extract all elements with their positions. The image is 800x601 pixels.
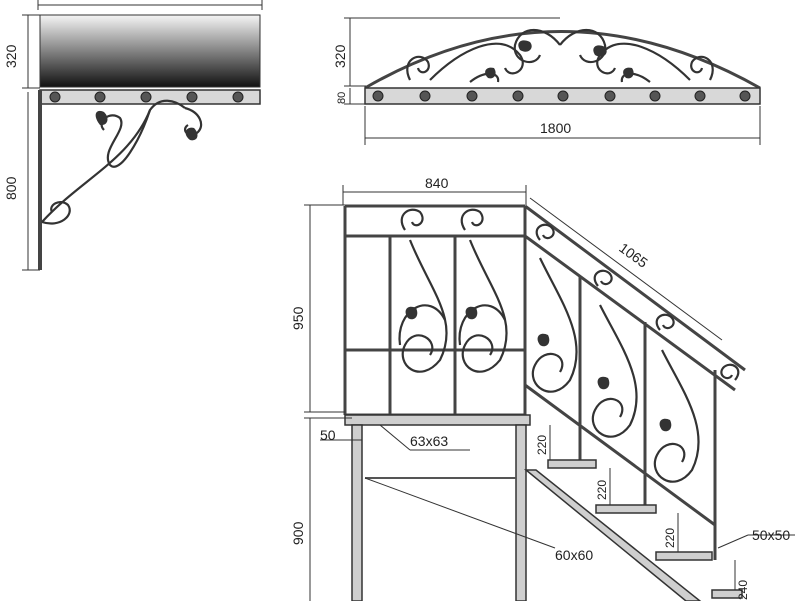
- support-post-left: [351, 424, 363, 601]
- step-1-height: 220: [535, 435, 549, 455]
- canopy-front-view: 320 80 1800: [332, 17, 761, 145]
- canopy-front-arch-height: 320: [332, 44, 348, 68]
- canopy-front-dimensions: [344, 17, 761, 145]
- step-1: [547, 459, 597, 469]
- canopy-side-view: 320 800: [3, 0, 263, 271]
- step-2-height: 220: [595, 480, 609, 500]
- canopy-side-roof-height: 320: [3, 44, 19, 68]
- step-2: [595, 504, 657, 514]
- canopy-front-beam-height: 80: [336, 92, 348, 104]
- step-3-height: 220: [663, 528, 677, 548]
- support-profile-label: 60x60: [555, 547, 593, 563]
- canopy-side-bracket-height: 800: [3, 176, 19, 200]
- canopy-side-bolts: [49, 91, 244, 103]
- platform-railing: [343, 204, 527, 417]
- staircase-elevation: 840 1065 950 900 50 63x63 60x60 50x50 22…: [290, 175, 795, 601]
- staircase-dimensions: [304, 185, 795, 601]
- canopy-arch: [364, 30, 761, 90]
- post-profile-label: 63x63: [410, 433, 448, 449]
- support-post-right: [515, 424, 527, 601]
- stair-railing: [524, 204, 746, 560]
- canopy-roof: [39, 14, 261, 88]
- canopy-front-ornament: [406, 29, 714, 83]
- platform-width-label: 840: [425, 175, 449, 191]
- stair-stringer: [523, 469, 702, 601]
- platform-beam: [344, 414, 531, 426]
- stair-base: [344, 414, 743, 601]
- base-height-label: 900: [290, 521, 306, 545]
- rail-height-label: 950: [290, 306, 306, 330]
- canopy-front-width: 1800: [540, 120, 571, 136]
- step-3: [655, 551, 713, 561]
- canopy-bracket: [41, 99, 203, 225]
- stringer-profile-label: 50x50: [752, 527, 790, 543]
- canopy-side-dimensions: [22, 0, 263, 271]
- step-4: [711, 589, 743, 599]
- offset-label: 50: [320, 427, 336, 443]
- canopy-front-bolts: [372, 90, 751, 102]
- step-4-height: 240: [736, 580, 750, 600]
